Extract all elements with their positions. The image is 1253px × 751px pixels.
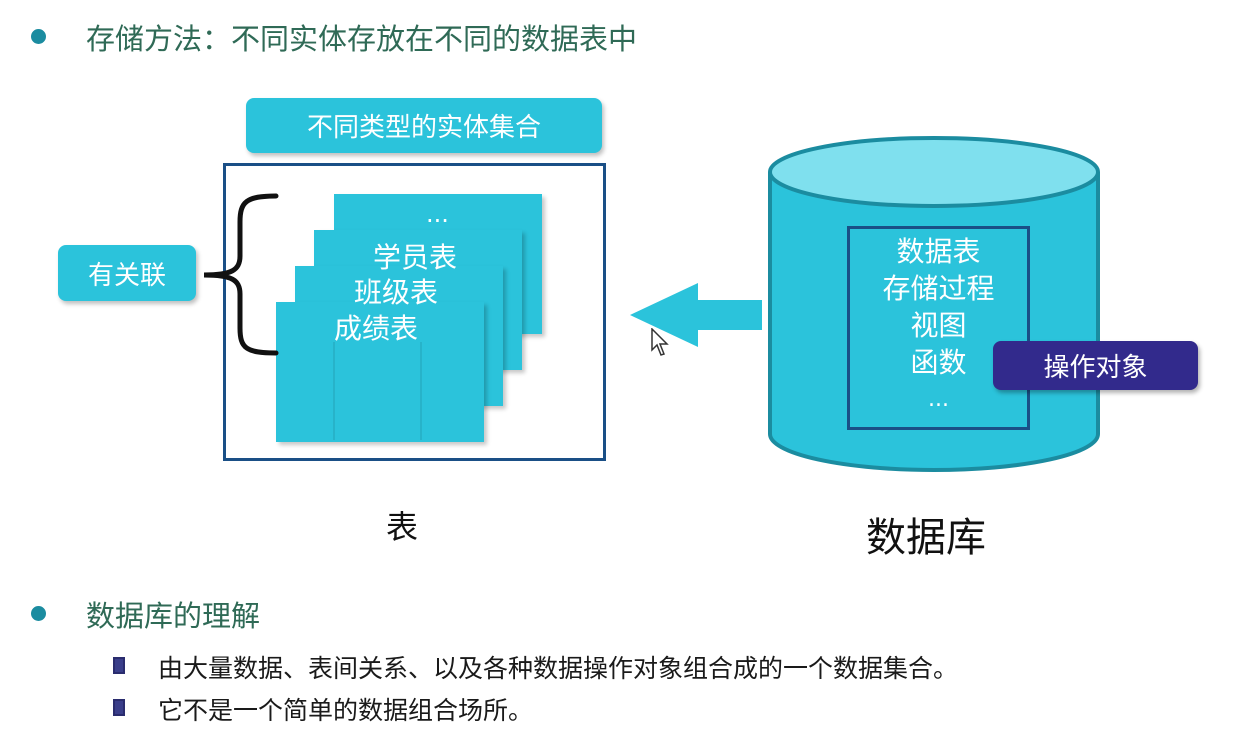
sub-item-2: 它不是一个简单的数据组合场所。	[158, 696, 534, 725]
table-card-student: 学员表	[373, 241, 458, 274]
related-label: 有关联	[58, 245, 196, 301]
table-card-class: 班级表	[354, 276, 439, 309]
table-card-score: 成绩表	[334, 312, 419, 345]
heading-storage-method: 存储方法：不同实体存放在不同的数据表中	[86, 22, 638, 56]
table-caption: 表	[386, 508, 419, 546]
brace-icon	[203, 193, 279, 356]
database-item-tables: 数据表	[896, 235, 981, 268]
database-item-functions: 函数	[910, 346, 967, 379]
operation-object-badge: 操作对象	[993, 341, 1198, 390]
database-caption: 数据库	[866, 515, 986, 561]
bullet-dot-1	[31, 29, 46, 44]
database-objects-box: 数据表 存储过程 视图 函数 ...	[847, 226, 1030, 430]
sub-bullet-icon-1	[113, 657, 125, 674]
sub-bullet-icon-2	[113, 699, 125, 716]
database-item-procedures: 存储过程	[882, 272, 995, 305]
arrow-left-icon	[630, 283, 762, 347]
database-item-ellipsis: ...	[928, 387, 949, 412]
mouse-cursor-icon	[651, 328, 669, 356]
table-card-4	[276, 302, 484, 442]
sub-item-1: 由大量数据、表间关系、以及各种数据操作对象组合成的一个数据集合。	[158, 654, 959, 683]
database-cylinder-icon	[768, 136, 1100, 472]
entity-set-label: 不同类型的实体集合	[246, 98, 602, 153]
table-card-ellipsis: ...	[426, 200, 449, 228]
database-item-views: 视图	[910, 309, 967, 342]
bullet-dot-2	[31, 606, 46, 621]
heading-database-understanding: 数据库的理解	[86, 599, 261, 633]
tables-frame	[223, 163, 606, 461]
